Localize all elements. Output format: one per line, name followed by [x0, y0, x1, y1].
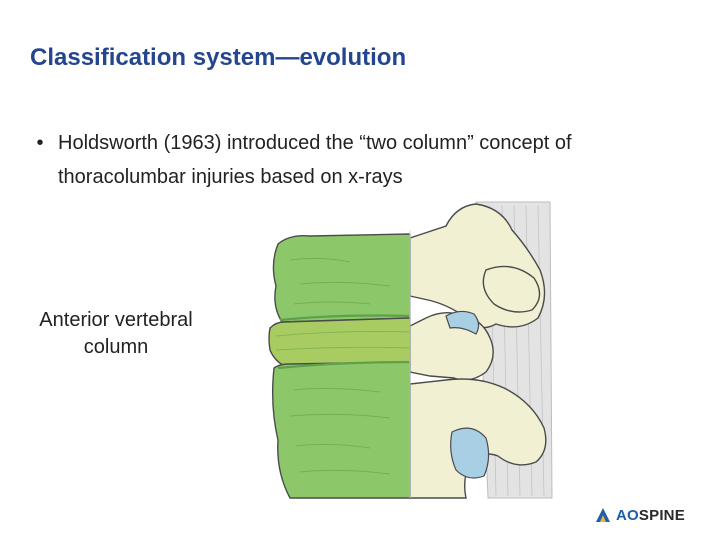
disc-band [275, 331, 411, 351]
spinous-process [482, 265, 541, 313]
endplate-line-upper [279, 314, 411, 322]
aospine-logo: AOSPINE [594, 506, 685, 524]
vertebral-body-lower [271, 361, 411, 499]
bullet-list: • Holdsworth (1963) introduced the “two … [30, 126, 700, 194]
facet-cartilage-upper [445, 310, 480, 335]
logo-spine-text: SPINE [638, 506, 685, 524]
trabecular-texture-upper [289, 257, 391, 305]
slide-title: Classification system—evolution [30, 44, 407, 71]
facet-cartilage-lower [450, 427, 490, 479]
bullet-item: • Holdsworth (1963) introduced the “two … [30, 126, 700, 194]
intervertebral-disc [268, 317, 411, 367]
bullet-marker: • [36, 132, 44, 154]
trabecular-texture-lower [289, 387, 391, 475]
vertebral-body-upper [272, 233, 411, 323]
logo-ao-text: AO [616, 506, 639, 524]
endplate-line-lower [277, 360, 411, 370]
anterior-column-label: Anterior vertebral column [39, 309, 193, 358]
aospine-logo-icon [596, 508, 610, 522]
bullet-text: Holdsworth (1963) introduced the “two co… [58, 132, 572, 188]
spine-illustration [268, 201, 553, 499]
